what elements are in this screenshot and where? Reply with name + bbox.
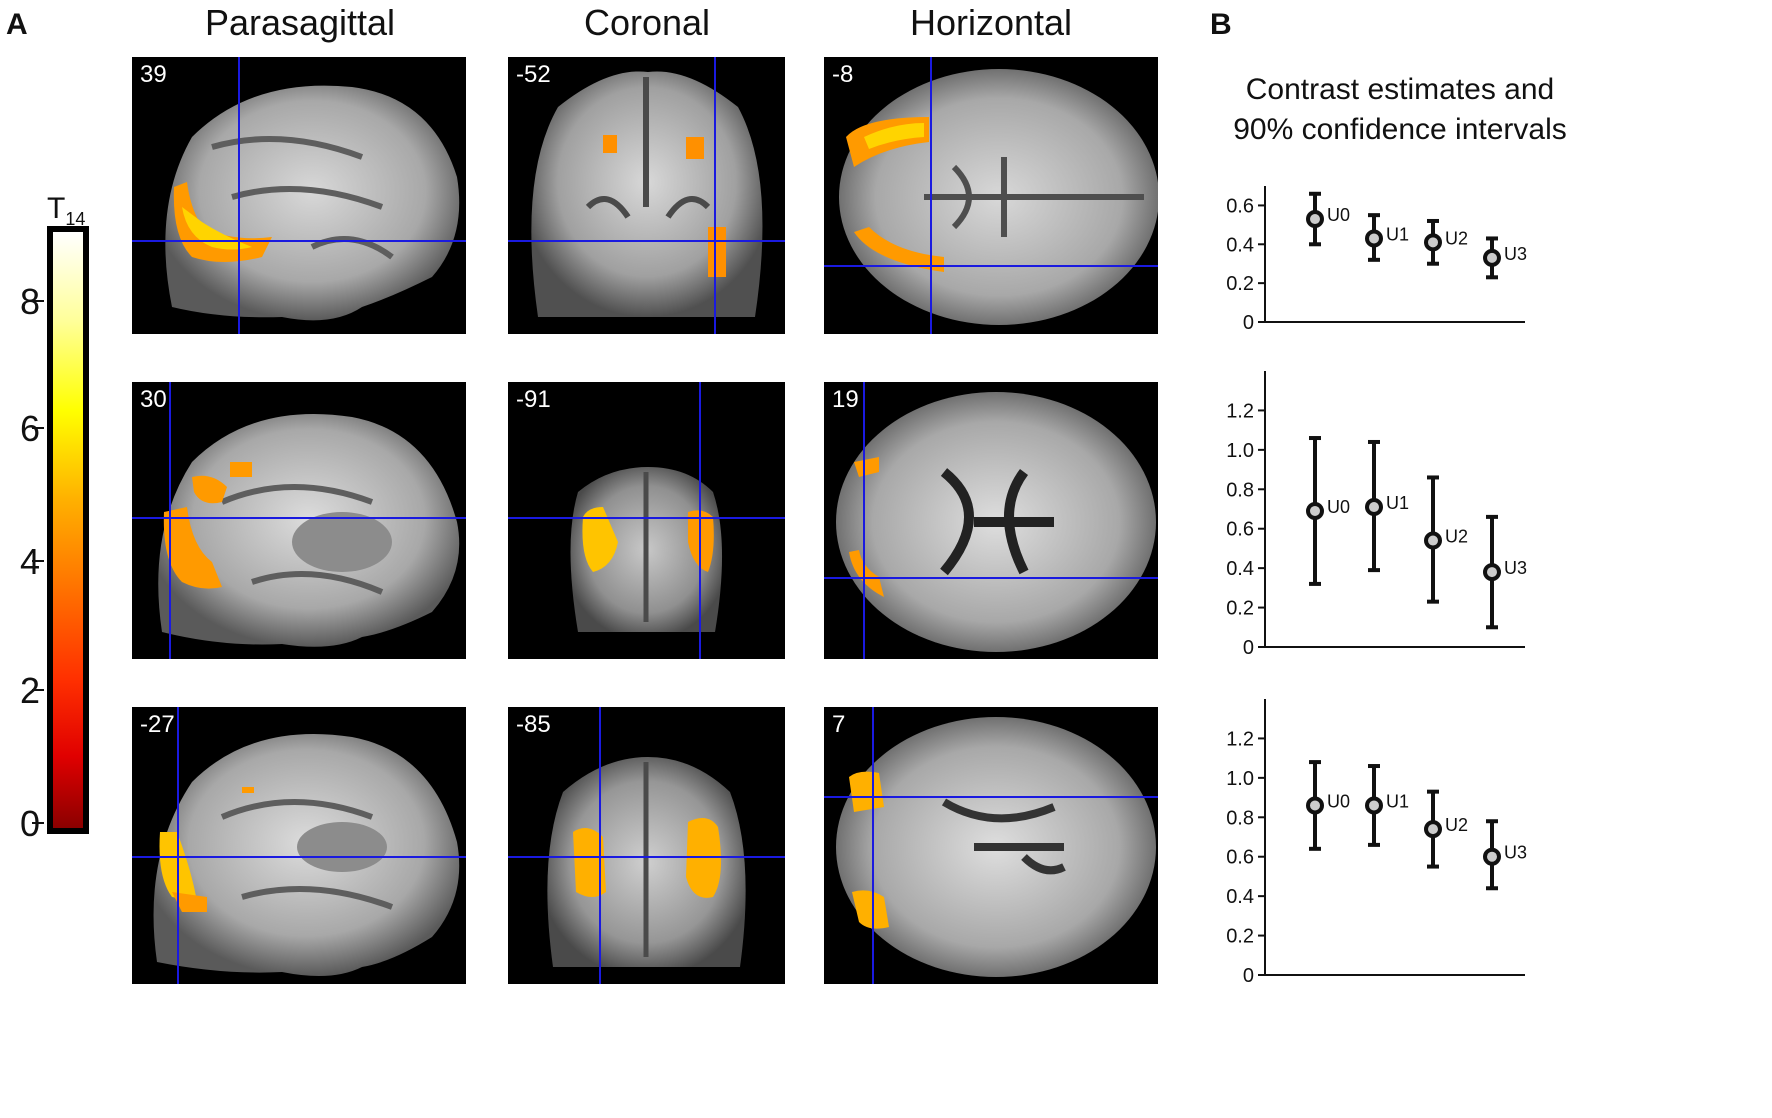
slice-coronal-row1: -52 bbox=[508, 57, 785, 334]
slice-parasagittal-row2: 30 bbox=[132, 382, 466, 659]
y-tick-label: 0.4 bbox=[1226, 886, 1254, 908]
y-tick-label: 1.2 bbox=[1226, 400, 1254, 422]
estimate-point bbox=[1306, 210, 1324, 229]
y-tick-label: 0 bbox=[1243, 637, 1254, 655]
y-tick-label: 1.0 bbox=[1226, 440, 1254, 462]
estimate-point bbox=[1424, 531, 1442, 550]
brain-coronal-image bbox=[508, 57, 785, 334]
colorbar bbox=[47, 226, 89, 834]
slice-number: -85 bbox=[516, 711, 551, 738]
slice-number: 39 bbox=[140, 61, 167, 88]
y-tick-label: 0.2 bbox=[1226, 273, 1254, 295]
colorbar-tick-label: 6 bbox=[19, 408, 40, 449]
y-tick-label: 0.8 bbox=[1226, 807, 1254, 829]
colorbar-tick-label: 2 bbox=[19, 670, 40, 711]
y-tick-label: 0.6 bbox=[1226, 519, 1254, 541]
brain-sagittal-image bbox=[132, 382, 466, 659]
point-label: U2 bbox=[1445, 228, 1468, 248]
slice-number: 30 bbox=[140, 386, 167, 413]
slice-horizontal-row1: -8 bbox=[824, 57, 1158, 334]
point-label: U1 bbox=[1386, 791, 1409, 811]
y-tick-label: 0.6 bbox=[1226, 847, 1254, 869]
column-title-parasagittal: Parasagittal bbox=[204, 2, 396, 43]
estimate-point bbox=[1424, 820, 1442, 839]
brain-horizontal-image bbox=[824, 707, 1158, 984]
slice-number: -27 bbox=[140, 711, 175, 738]
point-label: U0 bbox=[1327, 205, 1350, 225]
slice-number: 19 bbox=[832, 386, 859, 413]
brain-coronal-image bbox=[508, 707, 785, 984]
colorbar-tick-label: 0 bbox=[19, 803, 40, 844]
colorbar-tick bbox=[32, 300, 44, 302]
y-tick-label: 0 bbox=[1243, 312, 1254, 330]
brain-coronal-image bbox=[508, 382, 785, 659]
estimate-point bbox=[1483, 563, 1501, 582]
point-label: U1 bbox=[1386, 224, 1409, 244]
y-tick-label: 1.0 bbox=[1226, 768, 1254, 790]
colorbar-tick bbox=[32, 689, 44, 691]
estimate-point bbox=[1424, 233, 1442, 252]
slice-number: -52 bbox=[516, 61, 551, 88]
brain-horizontal-image bbox=[824, 57, 1158, 334]
point-label: U2 bbox=[1445, 527, 1468, 547]
slice-parasagittal-row3: -27 bbox=[132, 707, 466, 984]
y-tick-label: 0.4 bbox=[1226, 234, 1254, 256]
colorbar-tick bbox=[32, 427, 44, 429]
slice-horizontal-row3: 7 bbox=[824, 707, 1158, 984]
y-tick-label: 1.2 bbox=[1226, 728, 1254, 750]
colorbar-title-subscript: 14 bbox=[65, 209, 86, 229]
panel-b-title-line1: Contrast estimates and bbox=[1245, 73, 1555, 106]
estimate-point bbox=[1483, 248, 1501, 267]
y-tick-label: 0.4 bbox=[1226, 558, 1254, 580]
estimate-point bbox=[1365, 796, 1383, 815]
brain-horizontal-image bbox=[824, 382, 1158, 659]
brain-sagittal-image bbox=[132, 707, 466, 984]
panel-b-title-line2: 90% confidence intervals bbox=[1233, 113, 1567, 146]
estimate-point bbox=[1306, 796, 1324, 815]
estimate-point bbox=[1365, 229, 1383, 248]
point-label: U0 bbox=[1327, 791, 1350, 811]
estimate-point bbox=[1306, 501, 1324, 520]
point-label: U0 bbox=[1327, 497, 1350, 517]
slice-number: -8 bbox=[832, 61, 854, 88]
panel-label-b: B bbox=[1210, 8, 1232, 41]
slice-coronal-row3: -85 bbox=[508, 707, 785, 984]
y-tick-label: 0.2 bbox=[1226, 598, 1254, 620]
colorbar-title: T14 bbox=[47, 192, 85, 230]
slice-number: 7 bbox=[832, 711, 846, 738]
point-label: U3 bbox=[1504, 843, 1527, 863]
colorbar-tick-label: 8 bbox=[19, 281, 40, 322]
point-label: U3 bbox=[1504, 244, 1527, 264]
slice-number: -91 bbox=[516, 386, 551, 413]
column-title-horizontal: Horizontal bbox=[909, 2, 1073, 43]
estimate-point bbox=[1483, 847, 1501, 866]
point-label: U1 bbox=[1386, 493, 1409, 513]
brain-sagittal-image bbox=[132, 57, 466, 334]
slice-parasagittal-row1: 39 bbox=[132, 57, 466, 334]
colorbar-title-letter: T bbox=[47, 192, 66, 225]
y-tick-label: 0.6 bbox=[1226, 195, 1254, 217]
panel-label-a: A bbox=[6, 8, 28, 41]
point-label: U3 bbox=[1504, 558, 1527, 578]
point-label: U2 bbox=[1445, 815, 1468, 835]
slice-horizontal-row2: 19 bbox=[824, 382, 1158, 659]
column-title-coronal: Coronal bbox=[583, 2, 711, 43]
y-tick-label: 0.2 bbox=[1226, 926, 1254, 948]
y-tick-label: 0.8 bbox=[1226, 479, 1254, 501]
colorbar-tick bbox=[32, 560, 44, 562]
slice-coronal-row2: -91 bbox=[508, 382, 785, 659]
panel-b-title: Contrast estimates and 90% confidence in… bbox=[1220, 70, 1580, 150]
colorbar-tick bbox=[32, 822, 44, 824]
colorbar-tick-label: 4 bbox=[19, 541, 40, 582]
estimate-point bbox=[1365, 498, 1383, 517]
y-tick-label: 0 bbox=[1243, 965, 1254, 983]
